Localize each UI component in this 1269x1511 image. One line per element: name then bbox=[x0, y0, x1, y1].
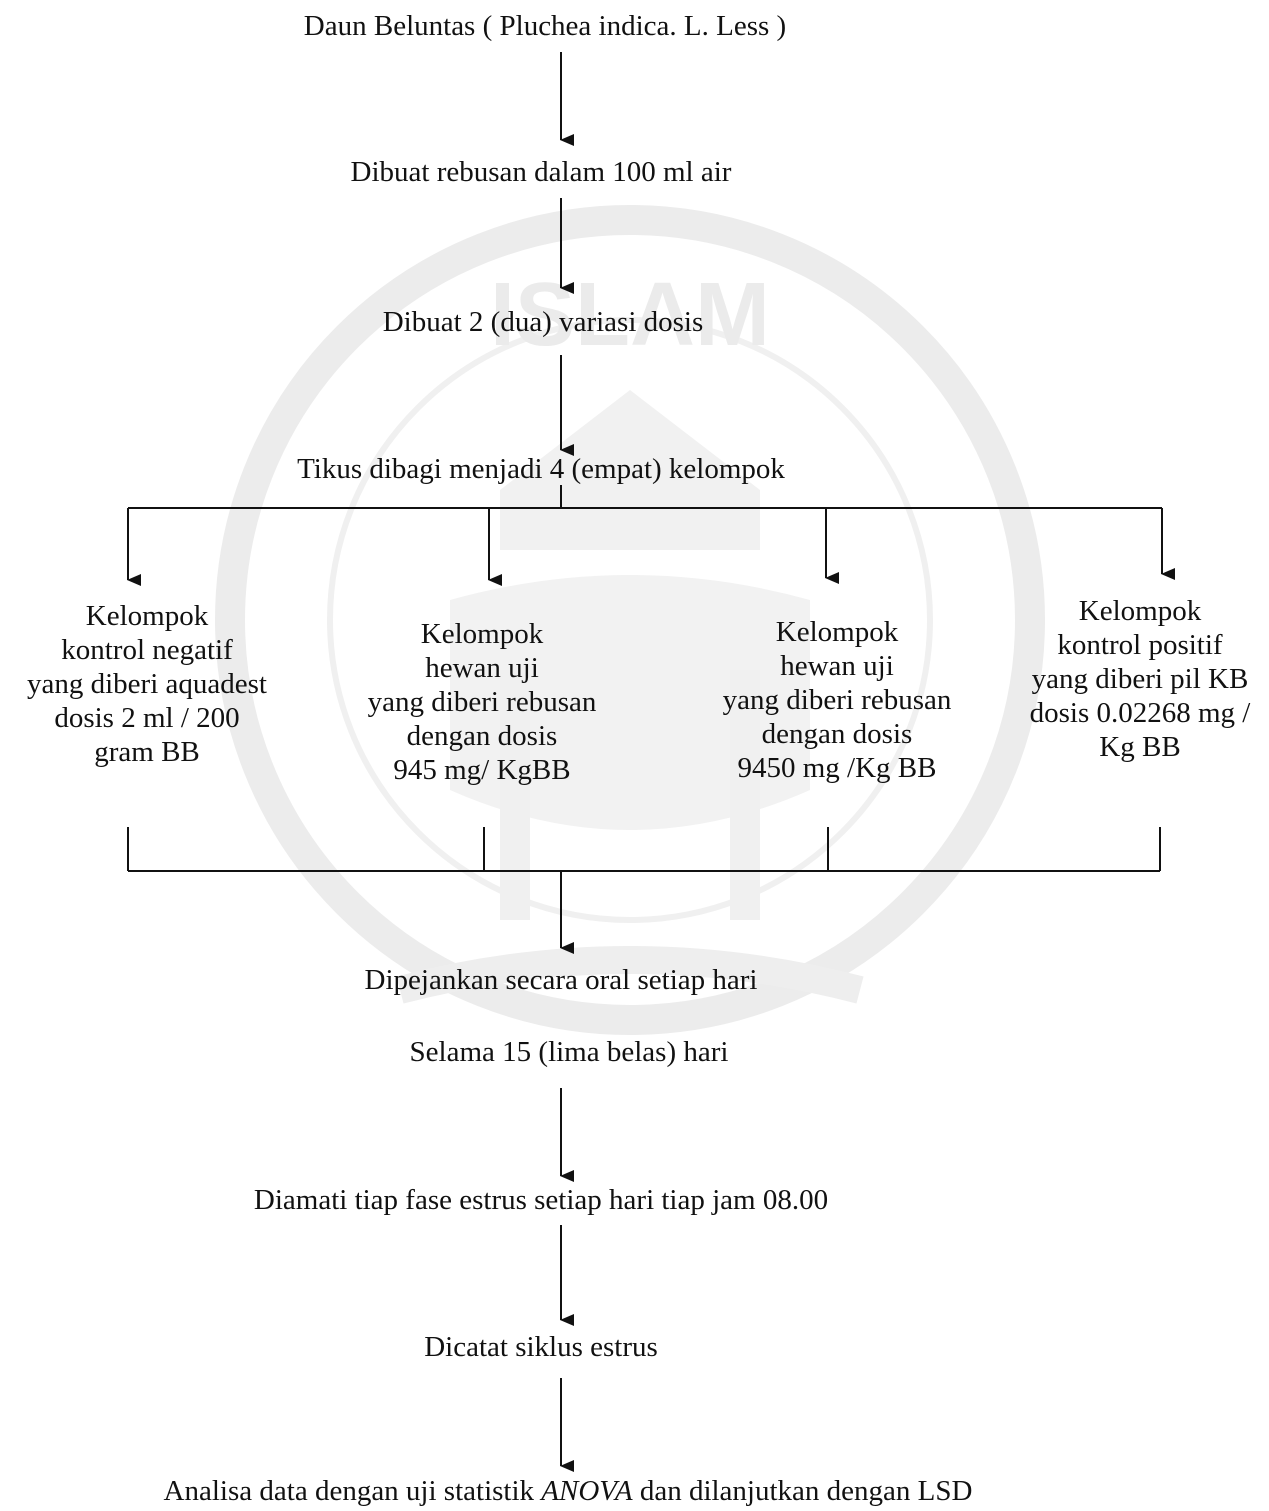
step-observation: Diamati tiap fase estrus setiap hari tia… bbox=[253, 1184, 829, 1216]
group-positive-control: Kelompok kontrol positif yang diberi pil… bbox=[1030, 594, 1251, 764]
group-line: gram BB bbox=[94, 736, 200, 768]
group-line: kontrol negatif bbox=[61, 634, 233, 666]
university-seal-watermark: ISLAM bbox=[215, 205, 1045, 1035]
group-line: dengan dosis bbox=[406, 720, 558, 752]
group-line: hewan uji bbox=[780, 650, 894, 682]
step-decoction: Dibuat rebusan dalam 100 ml air bbox=[350, 156, 732, 188]
group-test-low-dose: Kelompok hewan uji yang diberi rebusan d… bbox=[368, 617, 597, 787]
group-line: Kelompok bbox=[1078, 595, 1202, 627]
step-record-cycle: Dicatat siklus estrus bbox=[424, 1331, 658, 1363]
group-line: Kg BB bbox=[1099, 731, 1181, 763]
group-line: Kelompok bbox=[85, 600, 209, 632]
group-line: dengan dosis bbox=[761, 718, 913, 750]
analysis-text-post: dan dilanjutkan dengan LSD bbox=[632, 1475, 973, 1507]
analysis-method-anova: ANOVA bbox=[541, 1475, 633, 1507]
group-line: yang diberi pil KB bbox=[1031, 663, 1249, 695]
group-negative-control: Kelompok kontrol negatif yang diberi aqu… bbox=[27, 599, 267, 769]
group-line: yang diberi rebusan bbox=[722, 684, 952, 716]
group-line: Kelompok bbox=[775, 616, 899, 648]
group-line: dosis 2 ml / 200 bbox=[54, 702, 240, 734]
step-duration: Selama 15 (lima belas) hari bbox=[409, 1036, 729, 1068]
step-oral-administration: Dipejankan secara oral setiap hari bbox=[364, 964, 758, 996]
group-line: hewan uji bbox=[425, 652, 539, 684]
analysis-text-pre: Analisa data dengan uji statistik bbox=[163, 1475, 542, 1507]
group-line: kontrol positif bbox=[1057, 629, 1223, 661]
step-group-split: Tikus dibagi menjadi 4 (empat) kelompok bbox=[297, 453, 785, 485]
group-line: Kelompok bbox=[420, 618, 544, 650]
group-line: dosis 0.02268 mg / bbox=[1029, 697, 1251, 729]
svg-text:ISLAM: ISLAM bbox=[490, 265, 770, 365]
group-line: 9450 mg /Kg BB bbox=[737, 752, 937, 784]
group-line: yang diberi rebusan bbox=[367, 686, 597, 718]
step-material: Daun Beluntas ( Pluchea indica. L. Less … bbox=[303, 10, 787, 42]
group-test-high-dose: Kelompok hewan uji yang diberi rebusan d… bbox=[723, 615, 952, 785]
group-line: 945 mg/ KgBB bbox=[393, 754, 571, 786]
step-dose-variation: Dibuat 2 (dua) variasi dosis bbox=[382, 306, 704, 338]
step-analysis: Analisa data dengan uji statistik ANOVA … bbox=[164, 1474, 973, 1508]
group-line: yang diberi aquadest bbox=[27, 668, 267, 700]
